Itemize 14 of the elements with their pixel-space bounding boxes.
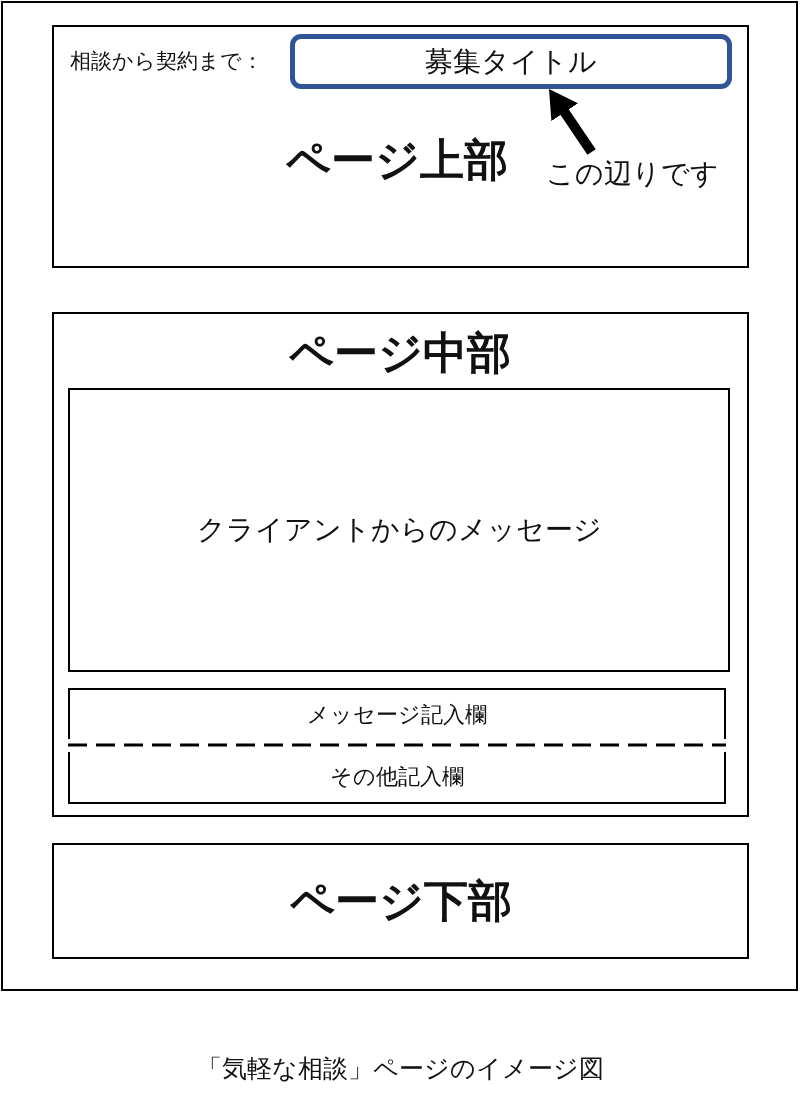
section-heading: ページ中部: [288, 325, 512, 380]
footer-section: ページ下部: [52, 843, 749, 959]
annotation-text: この辺りです: [535, 152, 730, 196]
page-frame: [1, 1, 798, 991]
field-label: 相談から契約まで：: [70, 48, 263, 75]
client-message-panel: クライアントからのメッセージ: [68, 388, 730, 672]
arrow: [549, 89, 596, 155]
caption: 「気軽な相談」ページのイメージ図: [195, 1052, 605, 1085]
input-field: メッセージ記入欄: [68, 688, 726, 739]
title-field: 募集タイトル: [290, 34, 732, 89]
input-field: その他記入欄: [68, 752, 726, 804]
content-section: [52, 312, 749, 817]
header-section: [52, 25, 749, 268]
section-heading: ページ上部: [285, 132, 509, 187]
